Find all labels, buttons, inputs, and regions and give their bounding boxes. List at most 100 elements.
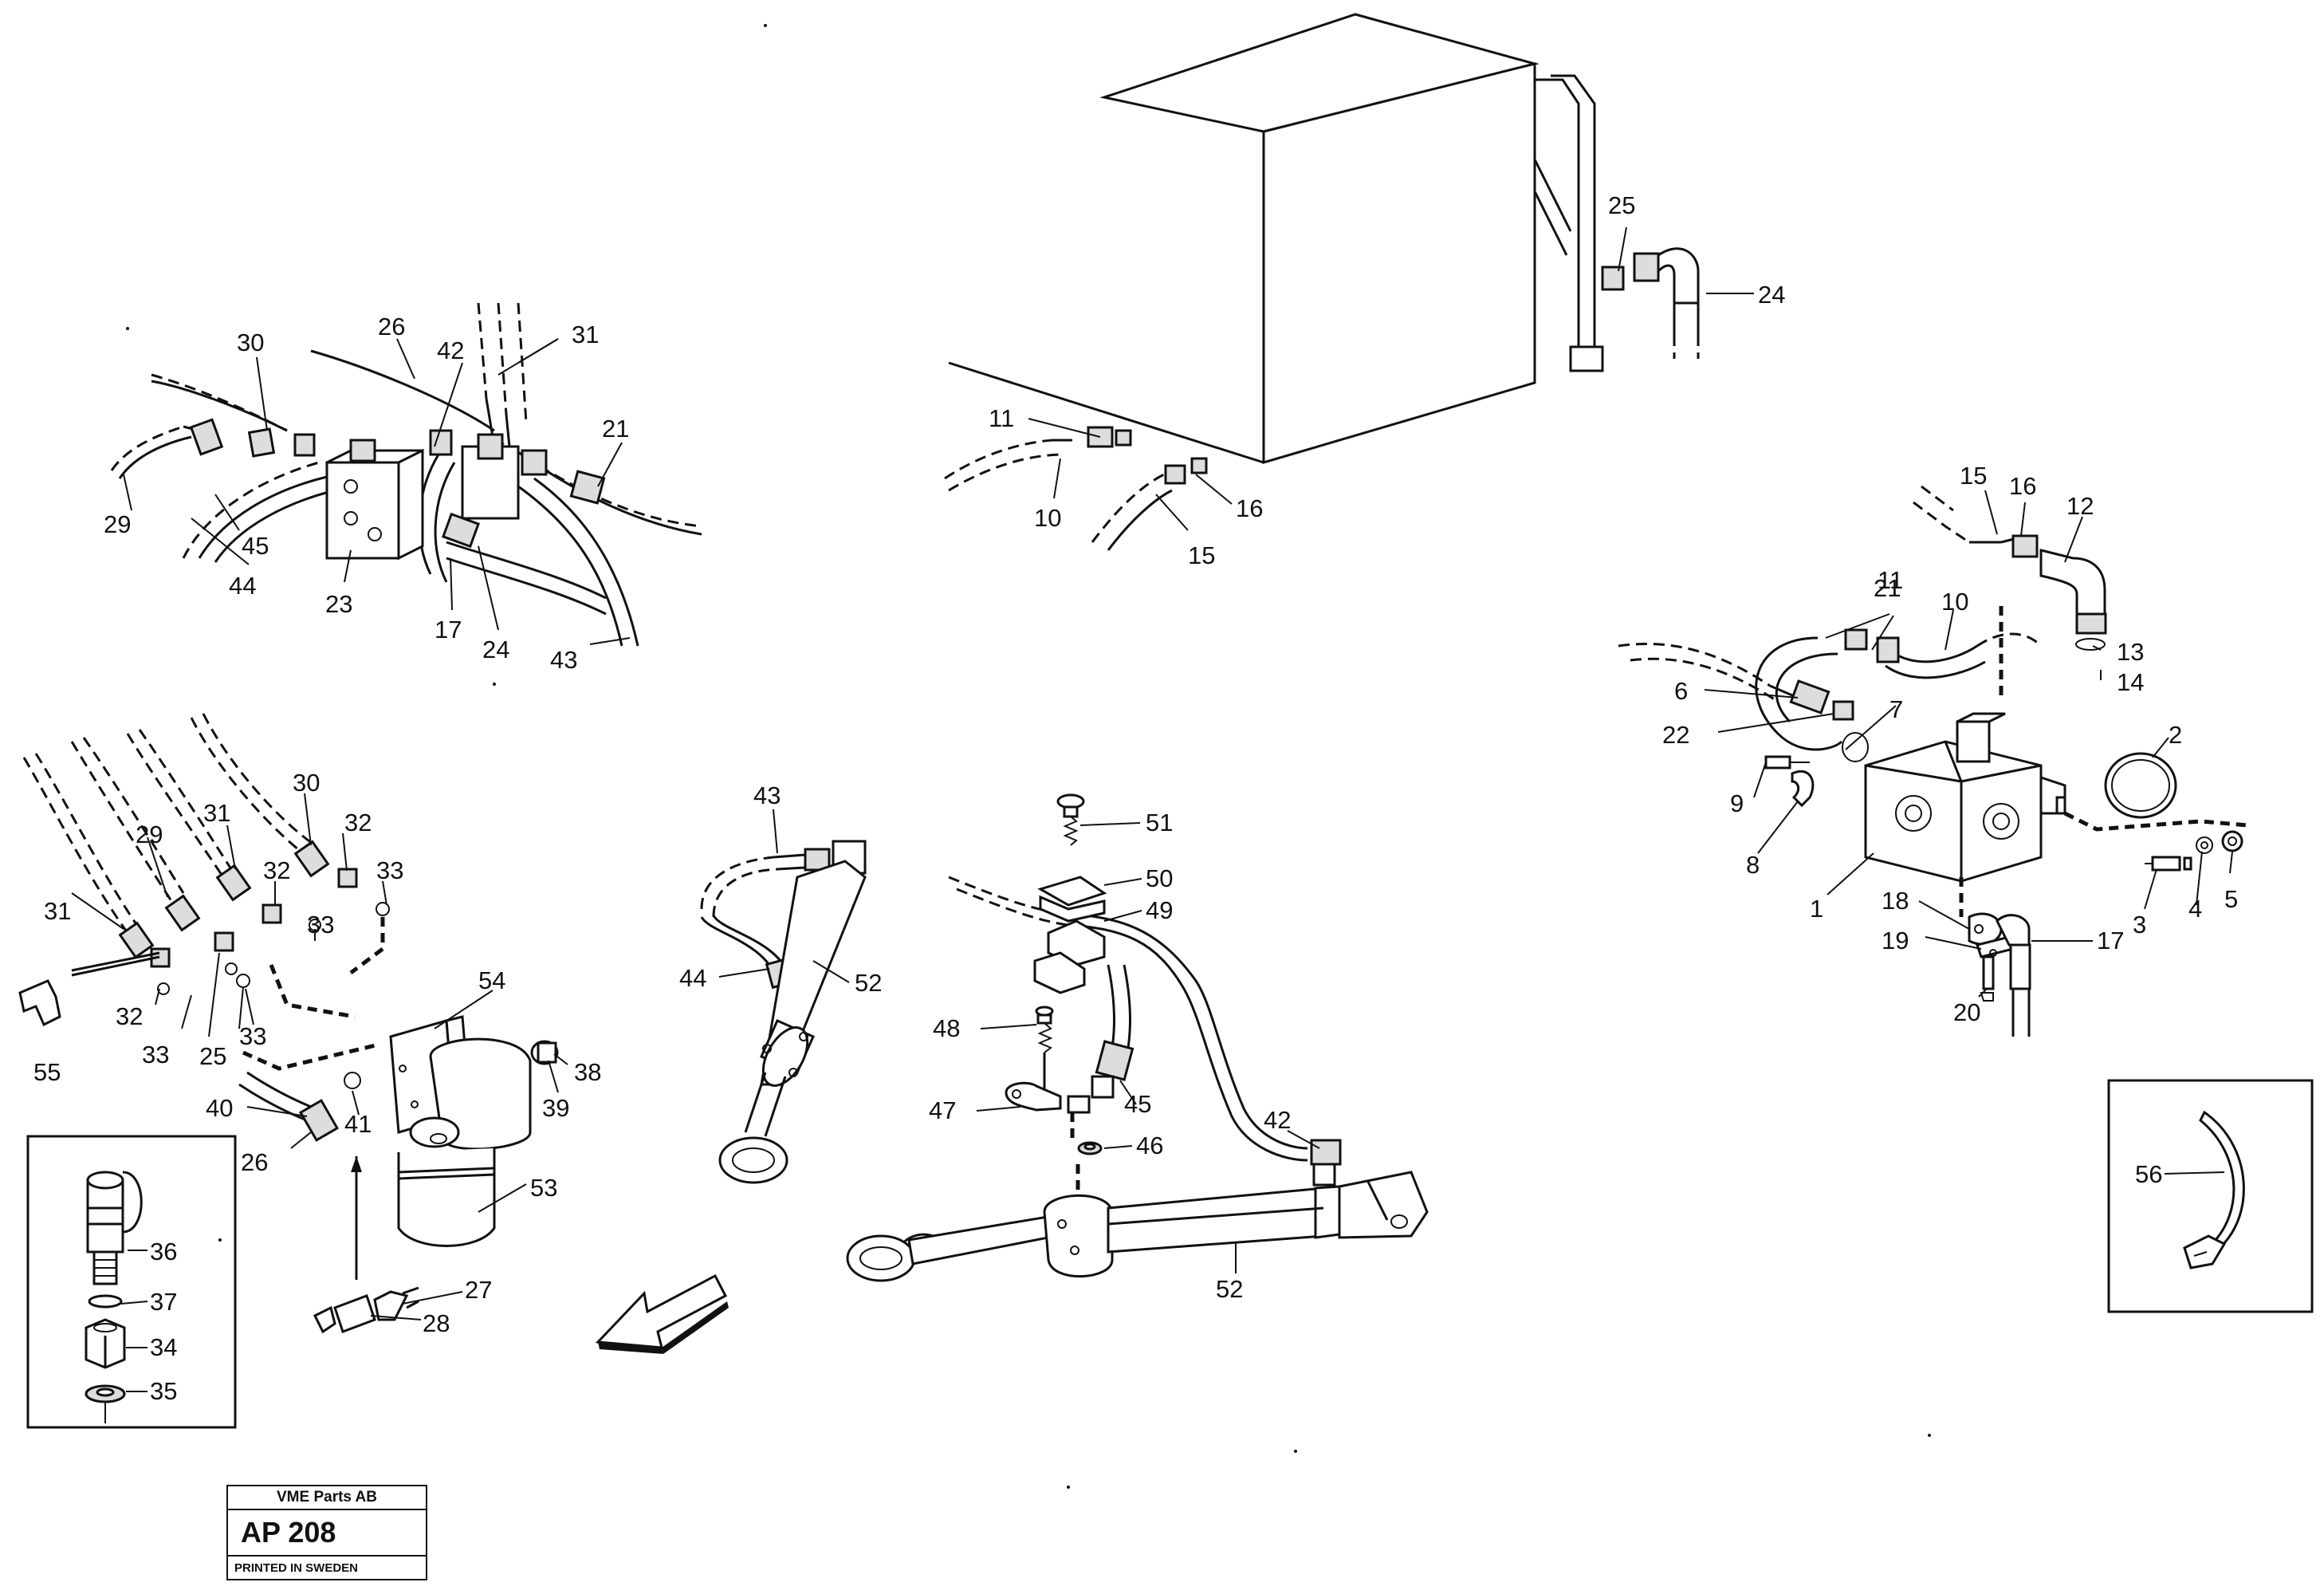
callout-30: 30 — [293, 769, 320, 797]
steering-cylinder-right — [846, 793, 1429, 1282]
callout-2: 2 — [2169, 721, 2182, 749]
callout-24: 24 — [482, 636, 509, 663]
leader-lines-right — [1704, 490, 2233, 998]
stamp-printed: PRINTED IN SWEDEN — [234, 1561, 359, 1575]
callout-12: 12 — [2066, 492, 2094, 520]
callout-47: 47 — [929, 1096, 956, 1124]
title-stamp: VME Parts AB AP 208 PRINTED IN SWEDEN — [226, 1485, 427, 1580]
callout-19: 19 — [1882, 927, 1909, 954]
callout-27: 27 — [465, 1276, 492, 1304]
callout-34: 34 — [150, 1333, 177, 1361]
callout-11: 11 — [989, 404, 1014, 432]
callout-30: 30 — [237, 329, 264, 356]
callout-23: 23 — [325, 590, 352, 618]
callout-41: 41 — [344, 1110, 372, 1138]
callout-31: 31 — [203, 799, 230, 827]
callout-35: 35 — [150, 1377, 177, 1405]
leader-lines-top-left — [123, 338, 631, 645]
callout-17: 17 — [2097, 927, 2124, 954]
callout-45: 45 — [242, 532, 269, 560]
callout-31: 31 — [44, 897, 71, 925]
callout-9: 9 — [1730, 789, 1744, 817]
callout-22: 22 — [1662, 721, 1689, 749]
inset-fitting-box — [26, 1135, 237, 1429]
callout-11: 11 — [1878, 566, 1903, 594]
callout-33: 33 — [239, 1022, 266, 1050]
leader-lines-top-center — [1028, 226, 1754, 531]
callout-33: 33 — [142, 1041, 169, 1069]
callout-32: 32 — [344, 809, 372, 836]
callout-42: 42 — [1264, 1106, 1291, 1134]
callout-49: 49 — [1146, 896, 1173, 924]
callout-15: 15 — [1188, 541, 1215, 569]
callout-7: 7 — [1889, 695, 1903, 723]
callout-21: 21 — [1874, 574, 1901, 602]
callout-44: 44 — [679, 964, 706, 992]
callout-3: 3 — [2133, 911, 2146, 939]
callout-43: 43 — [550, 646, 577, 674]
callout-25: 25 — [199, 1042, 226, 1070]
callout-44: 44 — [229, 572, 256, 600]
callout-45: 45 — [1124, 1090, 1151, 1118]
callout-55: 55 — [33, 1058, 61, 1086]
steering-valve-hoses — [18, 713, 559, 1334]
callout-32: 32 — [263, 856, 290, 884]
callout-14: 14 — [2117, 668, 2144, 696]
scan-specks — [126, 24, 1931, 1489]
callout-20: 20 — [1953, 998, 1980, 1026]
pump-assembly — [1618, 485, 2249, 1037]
callout-6: 6 — [1674, 677, 1688, 705]
callout-51: 51 — [1146, 809, 1173, 836]
callout-25: 25 — [1608, 191, 1635, 219]
callout-50: 50 — [1146, 864, 1173, 892]
callout-1: 1 — [1810, 895, 1823, 923]
callout-46: 46 — [1136, 1132, 1163, 1159]
callout-33: 33 — [307, 911, 334, 939]
callout-43: 43 — [753, 781, 781, 809]
callout-8: 8 — [1746, 851, 1760, 879]
callout-29: 29 — [136, 821, 163, 848]
callout-33: 33 — [376, 856, 403, 884]
callout-labels: 30 26 42 31 21 29 45 44 23 17 24 43 25 2… — [33, 191, 2238, 1405]
callout-16: 16 — [2009, 472, 2036, 500]
callout-38: 38 — [574, 1058, 601, 1086]
steering-cylinder-left — [700, 840, 867, 1184]
callout-21: 21 — [602, 415, 629, 443]
leader-lines-middle-left — [71, 793, 568, 1320]
callout-37: 37 — [150, 1288, 177, 1316]
callout-10: 10 — [1941, 588, 1968, 616]
callout-32: 32 — [116, 1002, 143, 1030]
callout-10: 10 — [1034, 504, 1061, 532]
callout-5: 5 — [2224, 885, 2238, 913]
stamp-code: AP 208 — [228, 1510, 426, 1557]
stamp-company: VME Parts AB — [228, 1486, 426, 1510]
callout-16: 16 — [1236, 494, 1263, 522]
callout-29: 29 — [104, 510, 131, 538]
callout-28: 28 — [423, 1309, 450, 1337]
callout-54: 54 — [478, 966, 505, 994]
callout-48: 48 — [933, 1014, 960, 1042]
direction-arrow — [595, 1273, 729, 1354]
callout-18: 18 — [1882, 887, 1909, 915]
valve-block-assembly — [110, 302, 702, 647]
callout-40: 40 — [206, 1094, 233, 1122]
callout-24: 24 — [1758, 281, 1785, 309]
callout-31: 31 — [572, 321, 599, 348]
callout-4: 4 — [2188, 895, 2202, 923]
callout-56: 56 — [2135, 1160, 2162, 1188]
leader-lines-cylinder-right — [976, 822, 1320, 1273]
callout-52: 52 — [855, 969, 882, 997]
inset-clip-box — [2107, 1079, 2314, 1313]
callout-39: 39 — [542, 1094, 569, 1122]
callout-53: 53 — [530, 1174, 557, 1202]
leader-lines-cylinder-left — [718, 809, 850, 983]
callout-15: 15 — [1960, 462, 1987, 490]
callout-26: 26 — [378, 313, 405, 340]
hydraulic-tank-assembly — [944, 13, 1700, 551]
callout-36: 36 — [150, 1238, 177, 1265]
callout-42: 42 — [437, 337, 464, 364]
callout-13: 13 — [2117, 638, 2144, 666]
callout-52: 52 — [1216, 1275, 1243, 1303]
callout-17: 17 — [435, 616, 462, 644]
